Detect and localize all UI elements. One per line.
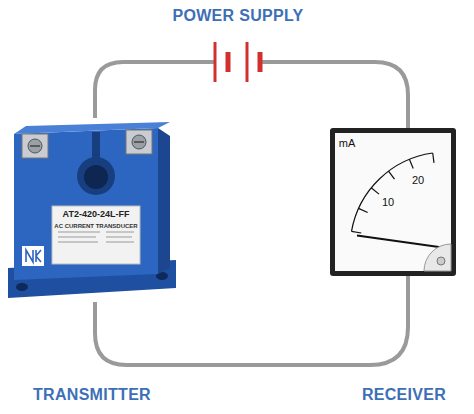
screw-slot [30,145,40,147]
node-heading: RECEIVER [330,385,474,405]
zero-adjust-screw [437,257,445,265]
product-sticker [52,206,140,264]
battery-plate [214,42,217,82]
sensing-hole-inner [84,165,108,189]
sticker-print [106,232,134,233]
meter-scale-arc [352,153,433,231]
terminal-screw [28,139,42,153]
maker-logo [22,246,44,266]
sticker-print [106,237,132,238]
screw-slot [134,141,144,143]
scale-tick [389,171,395,179]
terminal-block [22,134,48,158]
core-slot [92,132,100,160]
current-transducer [8,118,176,302]
meter-bezel [330,128,456,276]
meter-needle [357,236,446,249]
scale-tick [352,231,362,233]
sensing-hole [77,157,115,195]
mounting-hole [16,283,28,291]
meter-dial [335,133,451,271]
terminal-block [126,130,152,154]
needle-pivot-cover [424,244,451,271]
battery-plate [226,52,231,72]
node-heading: TRANSMITTER [8,385,176,405]
scale-tick [371,188,379,194]
body-front [14,128,158,280]
body-side [158,128,170,274]
terminal-screw [132,135,146,149]
transmitter: TRANSMITTER [8,118,176,302]
maker-logo-mark [26,250,41,262]
loop-wire [95,62,200,118]
sticker-print [58,242,98,243]
battery-symbol [200,40,276,84]
battery-lead [200,60,214,64]
sticker-print [58,237,96,238]
battery-plate [246,42,249,82]
sticker-print [58,232,100,233]
scale-tick [409,159,413,168]
battery-lead [262,60,276,64]
loop-wire [276,62,408,128]
power-supply: POWER SUPPLY [200,40,276,84]
node-heading: POWER SUPPLY [138,6,338,26]
panel-meter [330,128,456,276]
battery-plate [258,52,263,72]
scale-tick [359,208,368,212]
receiver: RECEIVER [330,128,456,276]
scale-tick [433,153,434,163]
sticker-print [106,242,134,243]
